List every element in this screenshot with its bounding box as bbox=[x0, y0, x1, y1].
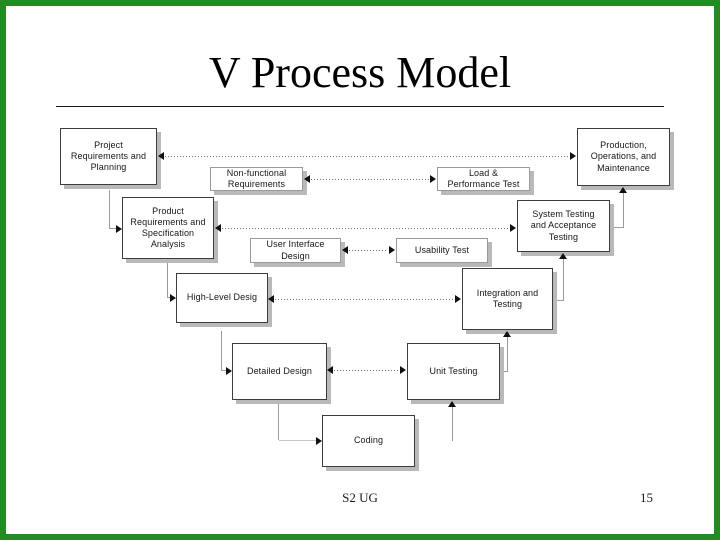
dotted-link-highlevel-integration bbox=[275, 299, 454, 300]
arrow-left-icon bbox=[304, 175, 310, 183]
box-usability-test: Usability Test bbox=[396, 238, 488, 263]
connector-highlevel-detailed bbox=[221, 331, 222, 371]
arrow-right-icon bbox=[116, 225, 122, 233]
dotted-link-detailed-unit bbox=[334, 370, 399, 371]
arrow-left-icon bbox=[327, 366, 333, 374]
box-user-interface-design: User Interface Design bbox=[250, 238, 341, 263]
dotted-link-project-production bbox=[165, 156, 569, 157]
box-product-requirements: Product Requirements and Specification A… bbox=[122, 197, 214, 259]
box-unit-testing: Unit Testing bbox=[407, 343, 500, 400]
connector-unit-integration bbox=[507, 337, 508, 372]
arrow-up-icon bbox=[559, 253, 567, 259]
arrow-right-icon bbox=[510, 224, 516, 232]
connector-highlevel-detailed bbox=[222, 370, 226, 371]
connector-unit-integration bbox=[500, 371, 507, 372]
arrow-left-icon bbox=[158, 152, 164, 160]
box-coding: Coding bbox=[322, 415, 415, 467]
connector-project-product bbox=[109, 190, 110, 229]
box-nonfunctional-requirements: Non-functional Requirements bbox=[210, 167, 303, 191]
arrow-right-icon bbox=[570, 152, 576, 160]
box-load-performance-test: Load & Performance Test bbox=[437, 167, 530, 191]
arrow-right-icon bbox=[226, 367, 232, 375]
box-integration-testing: Integration and Testing bbox=[462, 268, 553, 330]
connector-system-production bbox=[623, 193, 624, 228]
arrow-up-icon bbox=[448, 401, 456, 407]
connector-detailed-coding bbox=[278, 403, 279, 440]
arrow-right-icon bbox=[316, 437, 322, 445]
connector-product-highlevel bbox=[167, 263, 168, 298]
arrow-right-icon bbox=[170, 294, 176, 302]
arrow-right-icon bbox=[400, 366, 406, 374]
box-high-level-design: High-Level Desig bbox=[176, 273, 268, 323]
dotted-link-nonfunctional-load bbox=[311, 179, 429, 180]
arrow-up-icon bbox=[619, 187, 627, 193]
box-production-operations: Production, Operations, and Maintenance bbox=[577, 128, 670, 186]
title-underline bbox=[56, 106, 664, 107]
arrow-up-icon bbox=[503, 331, 511, 337]
arrow-left-icon bbox=[268, 295, 274, 303]
footer-text: S2 UG bbox=[342, 490, 378, 505]
dotted-link-uid-usability bbox=[349, 250, 388, 251]
arrow-left-icon bbox=[342, 246, 348, 254]
connector-coding-unit bbox=[452, 407, 453, 441]
connector-detailed-coding bbox=[279, 440, 316, 441]
arrow-right-icon bbox=[455, 295, 461, 303]
slide-title: V Process Model bbox=[208, 48, 512, 97]
box-detailed-design: Detailed Design bbox=[232, 343, 327, 400]
arrow-right-icon bbox=[430, 175, 436, 183]
dotted-link-product-system bbox=[222, 228, 509, 229]
connector-integration-system bbox=[563, 259, 564, 301]
box-system-testing: System Testing and Acceptance Testing bbox=[517, 200, 610, 252]
connector-system-production bbox=[610, 227, 623, 228]
page-number: 15 bbox=[640, 490, 653, 505]
connector-integration-system bbox=[553, 300, 563, 301]
arrow-left-icon bbox=[215, 224, 221, 232]
box-project-requirements: Project Requirements and Planning bbox=[60, 128, 157, 185]
connector-product-highlevel bbox=[168, 297, 170, 298]
arrow-right-icon bbox=[389, 246, 395, 254]
connector-project-product bbox=[110, 228, 116, 229]
